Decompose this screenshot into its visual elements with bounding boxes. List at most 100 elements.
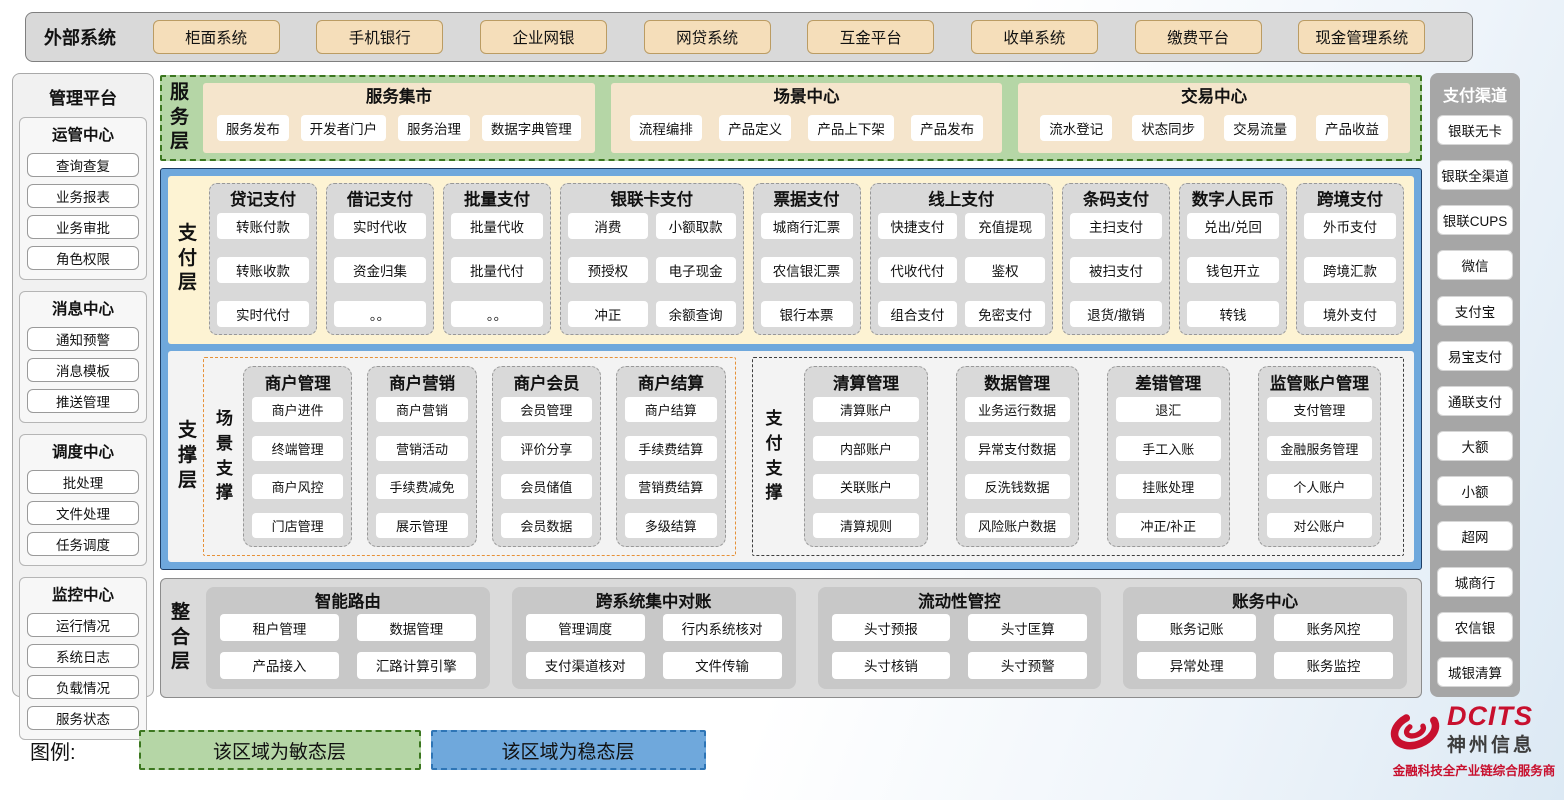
payment-item-button[interactable]: 充值提现 <box>965 213 1045 239</box>
channel-button[interactable]: 超网 <box>1437 521 1513 552</box>
external-system-button[interactable]: 互金平台 <box>807 20 935 54</box>
sidebar-button[interactable]: 推送管理 <box>27 389 139 413</box>
external-system-button[interactable]: 缴费平台 <box>1134 20 1262 54</box>
channel-button[interactable]: 银联全渠道 <box>1437 160 1513 191</box>
integration-item-button[interactable]: 头寸预报 <box>831 614 951 641</box>
channel-button[interactable]: 农信银 <box>1437 611 1513 642</box>
sidebar-button[interactable]: 业务报表 <box>27 184 139 208</box>
payment-item-button[interactable]: 兑出/兑回 <box>1186 213 1279 239</box>
service-item-button[interactable]: 状态同步 <box>1132 114 1205 141</box>
service-item-button[interactable]: 服务发布 <box>216 114 289 141</box>
support-item-button[interactable]: 商户风控 <box>252 474 344 500</box>
service-item-button[interactable]: 产品定义 <box>719 114 792 141</box>
sidebar-button[interactable]: 负载情况 <box>27 675 139 699</box>
service-item-button[interactable]: 产品收益 <box>1316 114 1389 141</box>
payment-item-button[interactable]: 余额查询 <box>655 301 736 327</box>
integration-item-button[interactable]: 支付渠道核对 <box>525 651 645 679</box>
support-item-button[interactable]: 手工入账 <box>1115 435 1221 461</box>
support-item-button[interactable]: 会员管理 <box>500 397 593 422</box>
support-item-button[interactable]: 展示管理 <box>376 512 468 538</box>
sidebar-button[interactable]: 任务调度 <box>27 532 139 556</box>
support-item-button[interactable]: 清算账户 <box>813 397 919 422</box>
sidebar-button[interactable]: 消息模板 <box>27 358 139 382</box>
integration-item-button[interactable]: 文件传输 <box>662 651 782 679</box>
support-item-button[interactable]: 关联账户 <box>813 474 919 500</box>
channel-button[interactable]: 通联支付 <box>1437 385 1513 416</box>
support-item-button[interactable]: 反洗钱数据 <box>964 474 1070 500</box>
support-item-button[interactable]: 手续费减免 <box>376 474 468 500</box>
payment-item-button[interactable]: 外币支付 <box>1304 213 1397 239</box>
sidebar-button[interactable]: 系统日志 <box>27 644 139 668</box>
payment-item-button[interactable]: 批量代付 <box>451 257 544 283</box>
payment-item-button[interactable]: 退货/撤销 <box>1069 301 1162 327</box>
support-item-button[interactable]: 异常支付数据 <box>964 435 1070 461</box>
support-item-button[interactable]: 冲正/补正 <box>1115 512 1221 538</box>
external-system-button[interactable]: 企业网银 <box>479 20 607 54</box>
external-system-button[interactable]: 现金管理系统 <box>1298 20 1426 54</box>
integration-item-button[interactable]: 数据管理 <box>356 614 476 641</box>
service-item-button[interactable]: 交易流量 <box>1224 114 1297 141</box>
sidebar-button[interactable]: 批处理 <box>27 470 139 494</box>
integration-item-button[interactable]: 账务风控 <box>1274 614 1393 641</box>
payment-item-button[interactable]: 转账收款 <box>217 257 310 283</box>
support-item-button[interactable]: 对公账户 <box>1266 512 1372 538</box>
payment-item-button[interactable]: 消费 <box>568 213 648 239</box>
support-item-button[interactable]: 商户进件 <box>252 397 344 422</box>
payment-item-button[interactable]: 钱包开立 <box>1186 257 1279 283</box>
support-item-button[interactable]: 退汇 <box>1115 397 1221 422</box>
channel-button[interactable]: 微信 <box>1437 250 1513 281</box>
payment-item-button[interactable]: 小额取款 <box>655 213 736 239</box>
service-item-button[interactable]: 开发者门户 <box>300 114 387 141</box>
payment-item-button[interactable]: 预授权 <box>568 257 648 283</box>
integration-item-button[interactable]: 产品接入 <box>220 651 339 679</box>
support-item-button[interactable]: 营销活动 <box>376 435 468 461</box>
support-item-button[interactable]: 手续费结算 <box>625 435 717 461</box>
payment-item-button[interactable]: 主扫支付 <box>1069 213 1162 239</box>
support-item-button[interactable]: 清算规则 <box>813 512 919 538</box>
channel-button[interactable]: 银联无卡 <box>1437 115 1513 145</box>
payment-item-button[interactable]: 。。 <box>334 301 427 327</box>
sidebar-button[interactable]: 服务状态 <box>27 706 139 730</box>
sidebar-button[interactable]: 通知预警 <box>27 327 139 351</box>
external-system-button[interactable]: 收单系统 <box>970 20 1098 54</box>
payment-item-button[interactable]: 银行本票 <box>760 301 853 327</box>
support-item-button[interactable]: 商户营销 <box>376 397 468 422</box>
payment-item-button[interactable]: 转钱 <box>1186 301 1279 327</box>
support-item-button[interactable]: 个人账户 <box>1266 474 1372 500</box>
payment-item-button[interactable]: 实时代收 <box>334 213 427 239</box>
payment-item-button[interactable]: 组合支付 <box>877 301 958 327</box>
payment-item-button[interactable]: 农信银汇票 <box>760 257 853 283</box>
support-item-button[interactable]: 支付管理 <box>1266 397 1372 422</box>
integration-item-button[interactable]: 头寸核销 <box>831 651 951 679</box>
support-item-button[interactable]: 挂账处理 <box>1115 474 1221 500</box>
payment-item-button[interactable]: 快捷支付 <box>877 213 958 239</box>
integration-item-button[interactable]: 异常处理 <box>1137 651 1257 679</box>
integration-item-button[interactable]: 账务监控 <box>1274 651 1393 679</box>
integration-item-button[interactable]: 行内系统核对 <box>662 614 782 641</box>
support-item-button[interactable]: 会员储值 <box>500 474 593 500</box>
channel-button[interactable]: 城银清算 <box>1437 656 1513 687</box>
payment-item-button[interactable]: 电子现金 <box>655 257 736 283</box>
integration-item-button[interactable]: 头寸预警 <box>968 651 1088 679</box>
sidebar-button[interactable]: 运行情况 <box>27 613 139 637</box>
payment-item-button[interactable]: 实时代付 <box>217 301 310 327</box>
external-system-button[interactable]: 网贷系统 <box>643 20 771 54</box>
channel-button[interactable]: 银联CUPS <box>1437 205 1513 236</box>
payment-item-button[interactable]: 资金归集 <box>334 257 427 283</box>
support-item-button[interactable]: 商户结算 <box>625 397 717 422</box>
support-item-button[interactable]: 门店管理 <box>252 512 344 538</box>
sidebar-button[interactable]: 角色权限 <box>27 246 139 270</box>
support-item-button[interactable]: 会员数据 <box>500 512 593 538</box>
integration-item-button[interactable]: 汇路计算引擎 <box>356 651 476 679</box>
integration-item-button[interactable]: 管理调度 <box>525 614 645 641</box>
support-item-button[interactable]: 金融服务管理 <box>1266 435 1372 461</box>
payment-item-button[interactable]: 免密支付 <box>965 301 1045 327</box>
sidebar-button[interactable]: 业务审批 <box>27 215 139 239</box>
payment-item-button[interactable]: 城商行汇票 <box>760 213 853 239</box>
support-item-button[interactable]: 业务运行数据 <box>964 397 1070 422</box>
payment-item-button[interactable]: 代收代付 <box>877 257 958 283</box>
support-item-button[interactable]: 多级结算 <box>625 512 717 538</box>
payment-item-button[interactable]: 境外支付 <box>1304 301 1397 327</box>
sidebar-button[interactable]: 文件处理 <box>27 501 139 525</box>
integration-item-button[interactable]: 头寸匡算 <box>968 614 1088 641</box>
